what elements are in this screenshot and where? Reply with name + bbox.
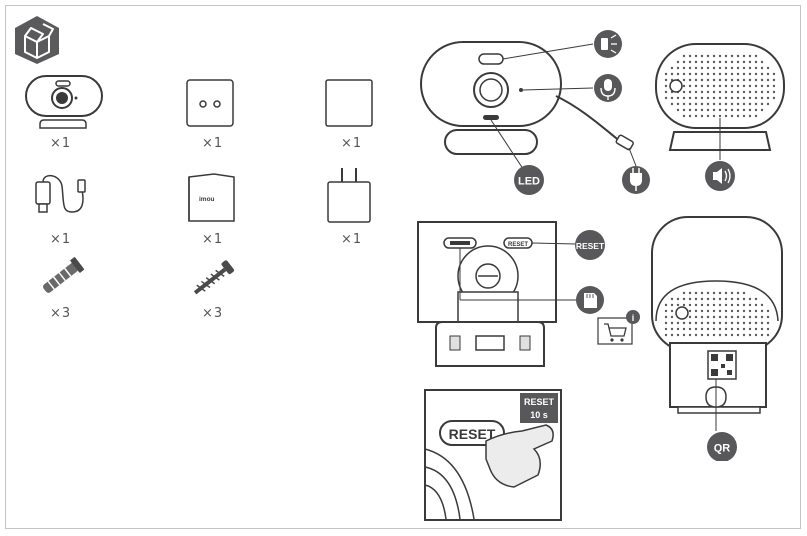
power-adapter-quantity: ×1 [341, 232, 363, 247]
reset-label: RESET [576, 241, 605, 251]
screw-quantity: ×3 [202, 306, 224, 321]
purchase-separately-icon: i [597, 310, 640, 345]
camera-rear-diagram [655, 43, 785, 191]
qr-badge [707, 432, 737, 461]
qr-code-icon [707, 350, 737, 380]
qr-label: QR [714, 443, 731, 455]
quick-start-guide-icon: imou [188, 173, 235, 222]
wall-anchor-quantity: ×3 [50, 306, 72, 321]
reset-closeup-button-text: RESET [449, 426, 496, 442]
usb-cable-icon [35, 174, 86, 213]
reset-instruction-line2: 10 s [530, 410, 548, 420]
finger-icon [485, 424, 554, 488]
power-adapter-icon [327, 168, 371, 223]
power-plug-icon [630, 168, 642, 191]
led-badge [514, 165, 544, 195]
reset-closeup-diagram: RESET RESET 10 s [424, 389, 562, 521]
light-icon [601, 34, 617, 54]
usb-cable-quantity: ×1 [50, 232, 72, 247]
manual-page: ×1 ×1 ×1 ×1 imou ×1 ×1 [5, 5, 801, 529]
camera-back-diagram: QR [651, 216, 783, 461]
wall-anchor-icon [43, 257, 85, 293]
screw-icon [193, 260, 235, 295]
quick-start-guide-quantity: ×1 [202, 232, 224, 247]
camera-quantity: ×1 [50, 136, 72, 151]
package-box-icon [15, 16, 59, 64]
drilling-template-quantity: ×1 [341, 136, 363, 151]
camera-bottom-diagram: RESET RESET i [417, 221, 640, 367]
guide-brand-logo: imou [199, 196, 215, 203]
microphone-icon [600, 79, 616, 100]
svg-text:i: i [632, 313, 635, 323]
speaker-icon [713, 168, 731, 184]
reset-instruction-line1: RESET [524, 397, 555, 407]
camera-icon [25, 75, 103, 129]
microsd-card-icon [584, 293, 597, 308]
drilling-template-icon [325, 79, 373, 127]
reset-badge [575, 230, 605, 260]
reset-button-text: RESET [508, 242, 528, 248]
mounting-plate-icon [186, 79, 234, 127]
led-label: LED [518, 176, 540, 188]
mounting-plate-quantity: ×1 [202, 136, 224, 151]
camera-front-diagram: LED [420, 30, 650, 195]
